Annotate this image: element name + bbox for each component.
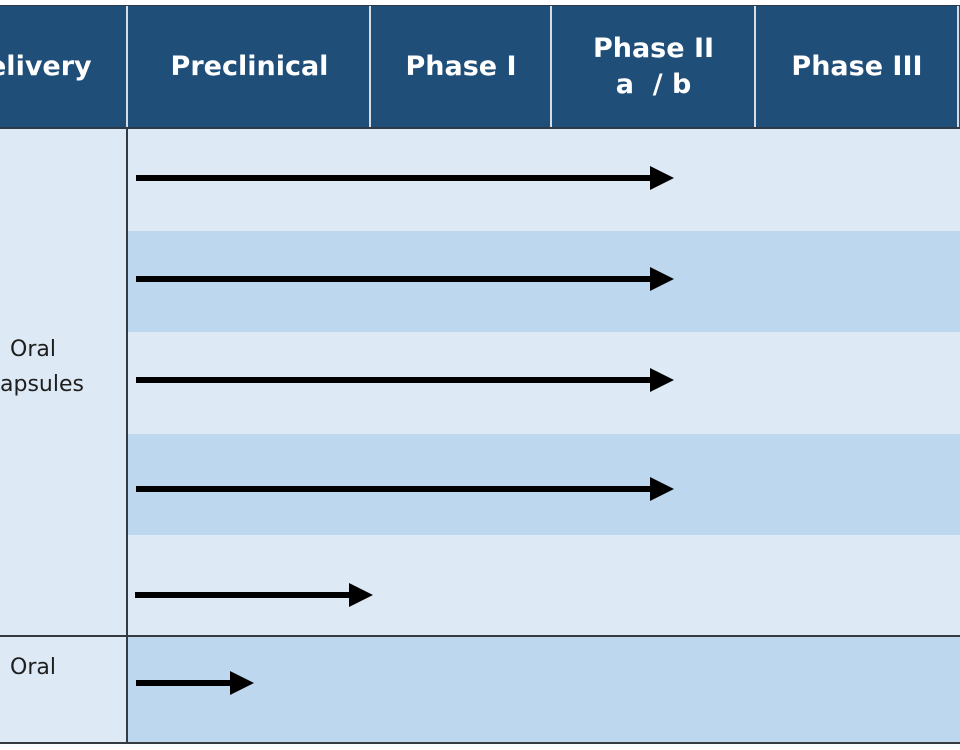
progress-arrow-row-2 — [136, 267, 674, 291]
delivery-label-capsules: apsules — [0, 372, 84, 397]
header-preclinical-label: Preclinical — [170, 50, 329, 82]
pipeline-row-4 — [128, 434, 960, 535]
header-phase-3-label: Phase III — [791, 50, 923, 82]
pipeline-header-row: elivery Preclinical Phase I Phase II a /… — [0, 5, 960, 129]
header-phase-1: Phase I — [369, 6, 551, 127]
progress-arrow-row-1 — [136, 166, 674, 190]
header-phase-2: Phase II a / b — [550, 6, 755, 127]
header-phase-3: Phase III — [754, 6, 958, 127]
delivery-cell-oral-capsules — [0, 129, 127, 636]
progress-arrow-row-4 — [136, 477, 674, 501]
delivery-cell-oral — [0, 636, 127, 743]
progress-arrow-row-5 — [135, 583, 373, 607]
pipeline-row-3 — [128, 332, 960, 434]
delivery-label-oral-2: Oral — [10, 655, 56, 680]
pipeline-row-6 — [128, 636, 960, 743]
header-phase-2-line1: Phase II — [592, 33, 715, 65]
header-phase-2-line2: a / b — [615, 68, 692, 100]
delivery-label-oral-1: Oral — [10, 337, 56, 362]
header-delivery-label: elivery — [0, 50, 92, 82]
header-delivery: elivery — [0, 6, 126, 127]
header-phase-1-label: Phase I — [405, 50, 517, 82]
progress-arrow-row-6 — [136, 671, 254, 695]
table-bottom-border — [0, 742, 960, 744]
header-next-column — [957, 6, 960, 127]
pipeline-row-5 — [128, 535, 960, 636]
group-divider — [0, 635, 960, 637]
progress-arrow-row-3 — [136, 368, 674, 392]
header-preclinical: Preclinical — [126, 6, 371, 127]
column-divider — [126, 129, 128, 743]
